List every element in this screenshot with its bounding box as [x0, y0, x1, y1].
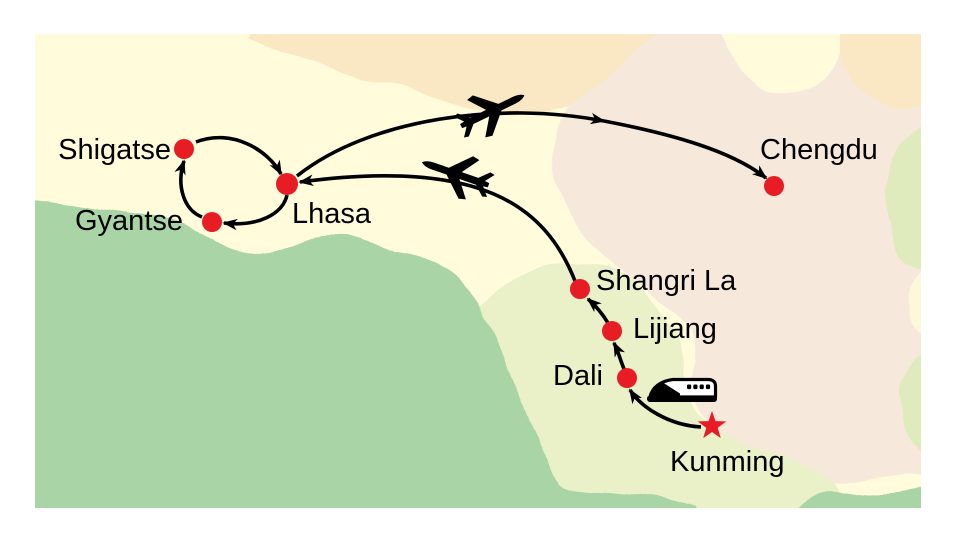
train-window — [705, 384, 711, 390]
region-top-orange-corner — [839, 34, 921, 108]
region-corner-green — [797, 487, 921, 508]
city-label-dali: Dali — [553, 360, 603, 392]
transport-icons — [414, 75, 718, 402]
star-marker-kunming — [697, 411, 727, 439]
route-leg-lhasa-chengdu-flight-continued — [603, 119, 768, 180]
city-label-lhasa: Lhasa — [292, 198, 372, 230]
route-legs — [174, 111, 768, 429]
route-leg-dali-lijiang-road — [612, 341, 626, 370]
route-stops — [174, 139, 784, 439]
stop-dot-gyantse — [202, 212, 222, 232]
route-leg-gyantse-shigatse-road — [174, 159, 203, 219]
region-east-green-2 — [902, 354, 921, 455]
city-label-chengdu: Chengdu — [760, 134, 878, 166]
city-label-shigatse: Shigatse — [58, 134, 171, 166]
city-label-shangri-la: Shangri La — [596, 265, 737, 297]
map-regions — [35, 34, 921, 508]
train-window — [687, 384, 692, 390]
stop-dot-shigatse — [174, 139, 194, 159]
stop-dot-shangri-la — [570, 279, 590, 299]
train-nose — [650, 382, 680, 397]
city-label-gyantse: Gyantse — [75, 205, 183, 237]
city-label-lijiang: Lijiang — [633, 313, 717, 345]
stop-dot-lhasa — [276, 173, 298, 195]
region-south-green — [35, 197, 697, 508]
route-leg-kunming-dali-train — [628, 388, 702, 429]
stop-dot-chengdu — [764, 176, 784, 196]
region-east-pale-patch — [907, 268, 921, 333]
route-leg-lhasa-chengdu-flight — [295, 111, 606, 178]
route-leg-shigatse-lhasa-road — [195, 135, 283, 176]
stop-dot-dali — [617, 368, 637, 388]
train-icon — [647, 377, 718, 402]
train-base — [647, 395, 717, 402]
region-east-green-1 — [886, 126, 921, 268]
route-leg-lhasa-gyantse-road — [222, 194, 289, 231]
city-label-kunming: Kunming — [670, 446, 784, 478]
train-window — [693, 384, 698, 390]
map-area — [35, 34, 921, 508]
train-window — [699, 384, 704, 390]
route-leg-shangri-la-lhasa-flight — [298, 173, 577, 282]
route-leg-lijiang-shangri-la-road — [586, 297, 610, 324]
stop-dot-lijiang — [602, 321, 622, 341]
region-sichuan-pink — [551, 34, 921, 486]
region-top-yellow-patch — [721, 34, 846, 93]
